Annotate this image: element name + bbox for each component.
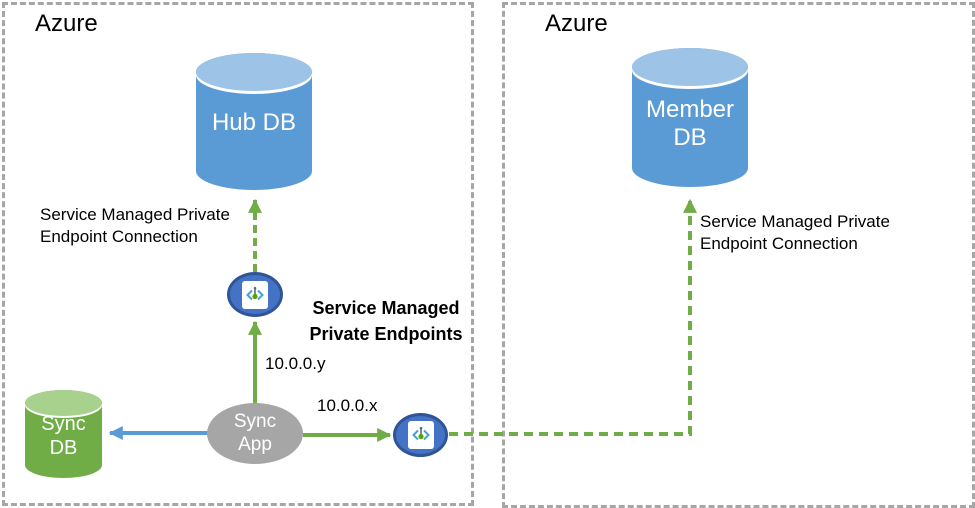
hub-db-top-ellipse <box>196 53 312 91</box>
ip-label-10-0-0-y: 10.0.0.y <box>265 354 326 373</box>
member-db-cylinder: Member DB <box>632 48 748 187</box>
private-endpoint-1 <box>227 272 283 317</box>
sync-db-top-ellipse <box>25 390 102 416</box>
sync-db-label: Sync DB <box>41 413 86 459</box>
member-db-connection-dashed-arrow <box>449 198 697 436</box>
azure-region-right <box>502 2 975 508</box>
private-endpoint-glyph <box>246 286 264 300</box>
private-endpoint-2 <box>393 413 448 457</box>
azure-region-right-title: Azure <box>545 10 608 37</box>
right-connection-label: Service Managed Private Endpoint Connect… <box>700 212 890 254</box>
private-endpoint-glyph <box>411 426 430 441</box>
left-connection-label: Service Managed Private Endpoint Connect… <box>40 205 230 247</box>
azure-region-left <box>2 2 474 506</box>
service-managed-private-endpoints-label: Service Managed Private Endpoints <box>309 298 463 345</box>
private-endpoint-icon <box>242 280 268 309</box>
sync-app-label: Sync App <box>233 410 277 455</box>
hub-db-cylinder: Hub DB <box>196 53 312 190</box>
ip-label-10-0-0-x: 10.0.0.x <box>317 396 378 415</box>
sync-db-cylinder: Sync DB <box>25 390 102 478</box>
sync-app-ellipse: Sync App <box>207 403 303 464</box>
azure-region-left-title: Azure <box>35 10 98 37</box>
private-endpoint-icon <box>407 421 434 449</box>
member-db-label: Member DB <box>645 95 735 151</box>
hub-db-label: Hub DB <box>211 109 297 136</box>
member-db-top-ellipse <box>632 48 748 86</box>
